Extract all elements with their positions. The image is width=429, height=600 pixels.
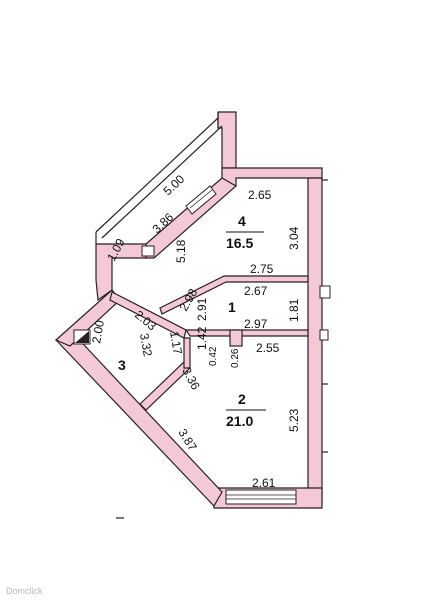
interior-walls [109,275,309,411]
dim-2-67: 2.67 [244,284,268,298]
dim-5-18: 5.18 [174,239,188,263]
room-3-number: 3 [118,357,126,373]
loggia-outline [95,112,223,244]
dim-2-61: 2.61 [252,476,276,490]
dim-2-65: 2.65 [248,188,272,202]
dim-5-23: 5.23 [287,408,301,432]
dim-1-81: 1.81 [287,298,301,322]
dim-2-91: 2.91 [195,297,209,321]
dim-1-42: 1.42 [195,326,209,350]
dim-3-36: 3.36 [179,365,202,392]
room-2-area: 21.0 [226,413,253,429]
dim-1-17: 1.17 [167,330,185,356]
outer-walls [54,111,323,509]
window-room4-diagonal [185,185,217,215]
vent-shaft-icon [73,329,91,345]
window-right-top [319,285,331,299]
dim-3-04: 3.04 [287,226,301,250]
window-right-mid [319,329,329,341]
room-4-area: 16.5 [226,235,253,251]
watermark-logo: Domclick [6,586,43,596]
room-4-number: 4 [238,213,246,229]
dim-2-55: 2.55 [256,341,280,355]
wall-ticks [116,179,328,519]
dim-2-00: 2.00 [89,319,107,345]
window-room3-corner [141,245,155,257]
dim-0-26: 0.26 [230,348,241,368]
room-1-number: 1 [228,299,236,315]
windows [141,185,331,505]
dim-2-75: 2.75 [250,262,274,276]
window-room2-bottom [225,489,297,505]
dim-3-32: 3.32 [137,332,155,358]
dim-0-42: 0.42 [208,346,219,366]
dim-2-97: 2.97 [244,317,268,331]
room-2-number: 2 [238,391,246,407]
dim-5-00: 5.00 [160,172,187,198]
